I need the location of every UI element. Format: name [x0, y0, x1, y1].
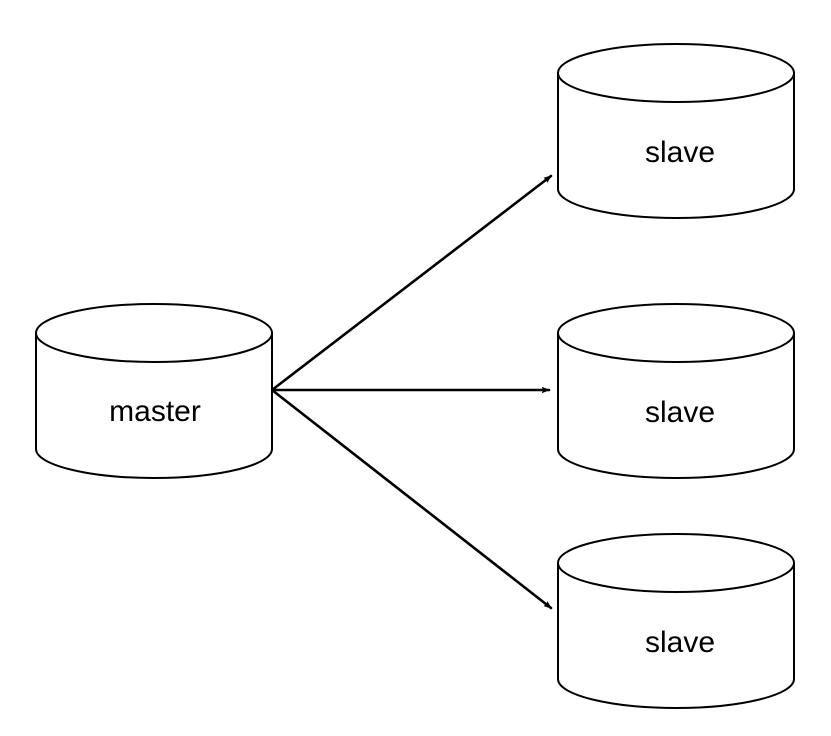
edge-master-to-slave-3[interactable] [270, 388, 553, 610]
master-cylinder-cap [35, 332, 273, 363]
slave-1-cylinder-cap [557, 72, 795, 103]
node-layer: master slave slave slave [35, 43, 795, 709]
slave-3-cylinder-cap [557, 562, 795, 593]
slave-3-cylinder-body [557, 533, 795, 709]
slave-2-cylinder-cap [557, 332, 795, 363]
master-cylinder-body [35, 303, 273, 479]
node-slave-3[interactable]: slave [557, 533, 795, 709]
edge-layer [270, 174, 553, 610]
node-slave-1[interactable]: slave [557, 43, 795, 219]
edge-line-upper [270, 174, 553, 392]
edge-line-lower [270, 388, 553, 610]
slave-3-label: slave [645, 626, 715, 659]
slave-2-cylinder-body [557, 303, 795, 479]
master-label: master [109, 395, 201, 428]
node-master[interactable]: master [35, 303, 273, 479]
slave-2-label: slave [645, 396, 715, 429]
slave-1-label: slave [645, 136, 715, 169]
node-slave-2[interactable]: slave [557, 303, 795, 479]
edge-master-to-slave-1[interactable] [270, 174, 553, 392]
slave-1-cylinder-body [557, 43, 795, 219]
